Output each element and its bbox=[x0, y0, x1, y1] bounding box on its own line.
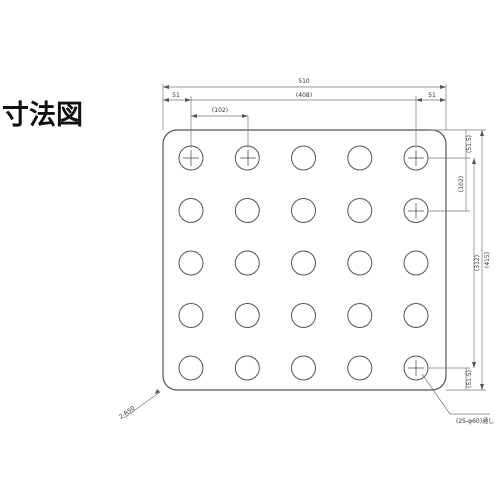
hole bbox=[291, 145, 316, 171]
bottom-offset-label: (51.5) bbox=[466, 370, 473, 388]
overall-width-label: 510 bbox=[298, 78, 310, 85]
pitch-label: (102) bbox=[212, 107, 228, 114]
hole bbox=[178, 303, 204, 328]
hole bbox=[178, 250, 204, 276]
hole bbox=[347, 250, 373, 276]
right-offset-label: 51 bbox=[428, 92, 436, 99]
hole bbox=[347, 355, 373, 381]
arrowheads bbox=[155, 85, 484, 394]
hole bbox=[234, 145, 260, 171]
plate-outline bbox=[162, 129, 447, 391]
hole bbox=[403, 303, 429, 328]
hole bbox=[234, 355, 260, 381]
inner-height-label: (312) bbox=[474, 255, 481, 271]
hole bbox=[291, 250, 316, 276]
hole-spec-label: (25-φ60)通し bbox=[456, 417, 494, 425]
center-marks bbox=[183, 150, 424, 376]
hole bbox=[403, 198, 429, 223]
hole bbox=[291, 303, 316, 328]
hole bbox=[234, 303, 260, 328]
hole bbox=[234, 250, 260, 276]
hole bbox=[347, 145, 373, 171]
hole bbox=[347, 303, 373, 328]
vertical-pitch-label: (102) bbox=[458, 176, 465, 192]
hole-grid bbox=[178, 145, 429, 381]
inner-width-label: (408) bbox=[296, 92, 312, 99]
overall-height-label: (415) bbox=[484, 252, 491, 268]
hole bbox=[234, 198, 260, 223]
hole bbox=[347, 198, 373, 223]
left-offset-label: 51 bbox=[172, 92, 180, 99]
hole bbox=[178, 198, 204, 223]
hole bbox=[178, 355, 204, 381]
page-title: 寸法図 bbox=[2, 100, 83, 131]
hole bbox=[403, 250, 429, 276]
corner-radius-label: 2-R50 bbox=[118, 405, 137, 421]
hole bbox=[291, 198, 316, 223]
hole bbox=[291, 355, 316, 381]
top-offset-label: (51.5) bbox=[466, 135, 473, 153]
dimension-lines bbox=[123, 84, 490, 419]
